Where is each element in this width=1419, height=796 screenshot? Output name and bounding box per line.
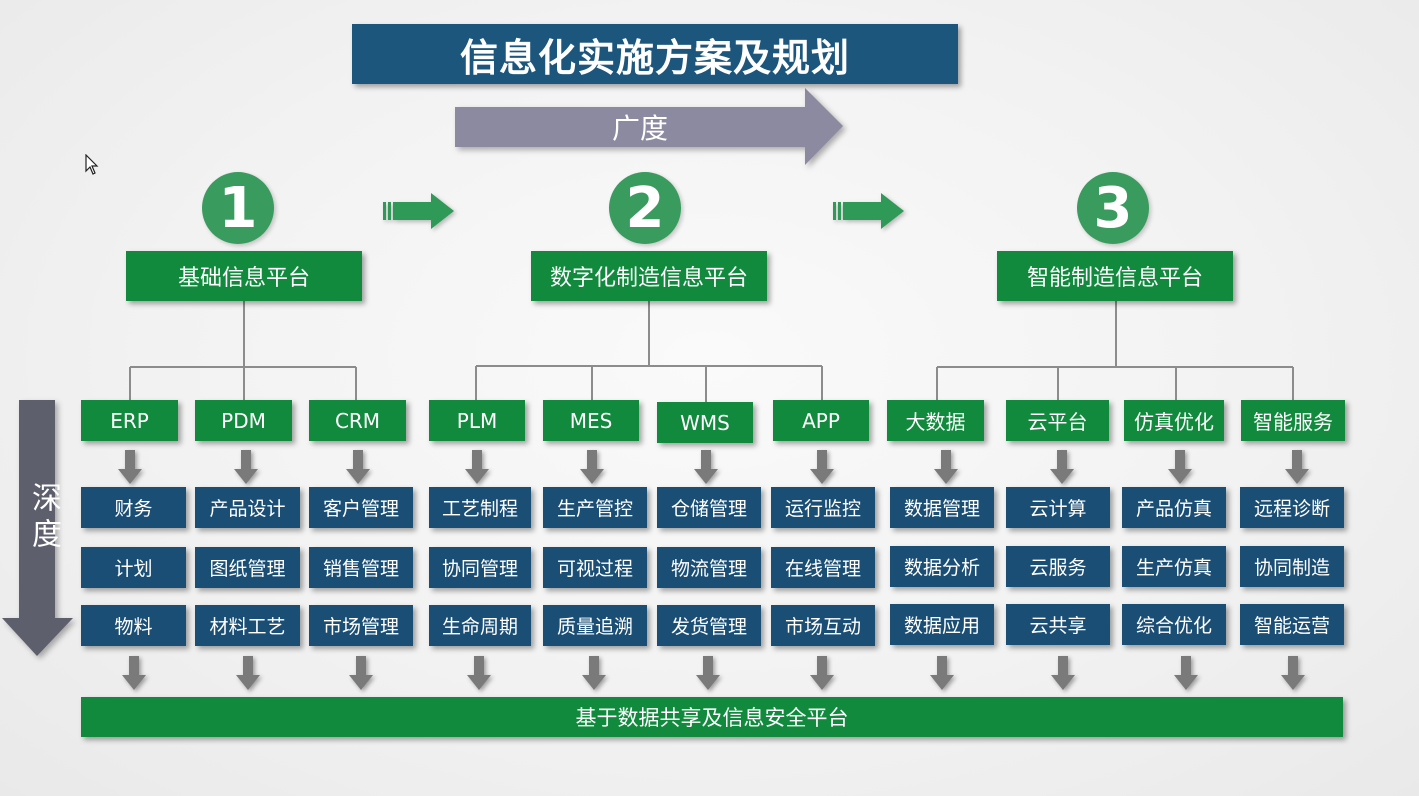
function-item: 客户管理 <box>309 487 413 528</box>
down-arrow-icon <box>696 656 720 690</box>
function-item: 云服务 <box>1006 546 1110 587</box>
function-item: 云计算 <box>1006 487 1110 528</box>
down-arrow-icon <box>1051 656 1075 690</box>
function-item: 在线管理 <box>771 547 875 588</box>
function-item: 生产仿真 <box>1122 546 1226 587</box>
down-arrow-icon <box>810 450 834 484</box>
right-arrow-icon <box>833 193 904 229</box>
down-arrow-icon <box>934 450 958 484</box>
function-item: 云共享 <box>1006 604 1110 645</box>
down-arrow-icon <box>1168 450 1192 484</box>
down-arrow-icon <box>1050 450 1074 484</box>
function-item: 远程诊断 <box>1240 487 1344 528</box>
function-item: 运行监控 <box>771 487 875 528</box>
function-item: 产品仿真 <box>1122 487 1226 528</box>
down-arrow-icon <box>118 450 142 484</box>
module-crm: CRM <box>309 400 406 441</box>
module-plm: PLM <box>429 400 525 441</box>
breadth-label: 广度 <box>611 112 668 145</box>
platform-basic-info: 基础信息平台 <box>126 251 362 301</box>
function-item: 物流管理 <box>657 547 761 588</box>
function-item: 财务 <box>81 487 186 528</box>
function-item: 产品设计 <box>195 487 300 528</box>
down-arrow-icon <box>122 656 146 690</box>
module-mes: MES <box>543 400 639 441</box>
platform-smart-manufacturing: 智能制造信息平台 <box>997 251 1233 301</box>
module-wms: WMS <box>657 402 753 443</box>
module-pdm: PDM <box>195 400 292 441</box>
function-item: 数据分析 <box>890 546 994 587</box>
platform-digital-manufacturing: 数字化制造信息平台 <box>531 251 767 301</box>
function-item: 发货管理 <box>657 605 761 646</box>
step-badge-1: 1 <box>202 172 274 244</box>
function-item: 质量追溯 <box>543 605 647 646</box>
down-arrow-icon <box>694 450 718 484</box>
function-item: 生产管控 <box>543 487 647 528</box>
mouse-pointer-icon <box>85 154 99 175</box>
module-erp: ERP <box>81 400 178 441</box>
function-item: 生命周期 <box>429 605 531 646</box>
step-badge-3: 3 <box>1077 172 1149 244</box>
down-arrow-icon <box>1174 656 1198 690</box>
function-item: 数据应用 <box>890 604 994 645</box>
down-arrow-icon <box>234 450 258 484</box>
breadth-arrow <box>455 88 843 165</box>
page-title: 信息化实施方案及规划 <box>352 24 958 84</box>
down-arrow-icon <box>236 656 260 690</box>
foundation-platform-bar: 基于数据共享及信息安全平台 <box>81 697 1343 737</box>
function-item: 材料工艺 <box>195 605 300 646</box>
down-arrow-icon <box>349 656 373 690</box>
module-cloud-platform: 云平台 <box>1006 400 1109 441</box>
down-arrow-icon <box>467 656 491 690</box>
function-item: 销售管理 <box>309 547 413 588</box>
down-arrow-icon <box>465 450 489 484</box>
module-smart-service: 智能服务 <box>1241 400 1345 441</box>
down-arrow-icon <box>346 450 370 484</box>
depth-label: 深度 <box>26 482 61 554</box>
function-item: 工艺制程 <box>429 487 531 528</box>
function-item: 数据管理 <box>890 487 994 528</box>
down-arrow-icon <box>810 656 834 690</box>
down-arrow-icon <box>930 656 954 690</box>
function-item: 协同管理 <box>429 547 531 588</box>
module-app: APP <box>773 400 869 441</box>
module-simulation-optimization: 仿真优化 <box>1124 400 1224 441</box>
down-arrow-icon <box>582 656 606 690</box>
step-badge-2: 2 <box>609 172 681 244</box>
function-item: 协同制造 <box>1240 546 1344 587</box>
function-item: 物料 <box>81 605 186 646</box>
function-item: 综合优化 <box>1122 604 1226 645</box>
function-item: 市场管理 <box>309 605 413 646</box>
function-item: 图纸管理 <box>195 547 300 588</box>
function-item: 计划 <box>81 547 186 588</box>
depth-arrow <box>2 400 73 656</box>
function-item: 市场互动 <box>771 605 875 646</box>
function-item: 仓储管理 <box>657 487 761 528</box>
module-big-data: 大数据 <box>887 400 984 441</box>
down-arrow-icon <box>1285 450 1309 484</box>
function-item: 可视过程 <box>543 547 647 588</box>
down-arrow-icon <box>580 450 604 484</box>
down-arrow-icon <box>1281 656 1305 690</box>
function-item: 智能运营 <box>1240 604 1344 645</box>
right-arrow-icon <box>383 193 454 229</box>
